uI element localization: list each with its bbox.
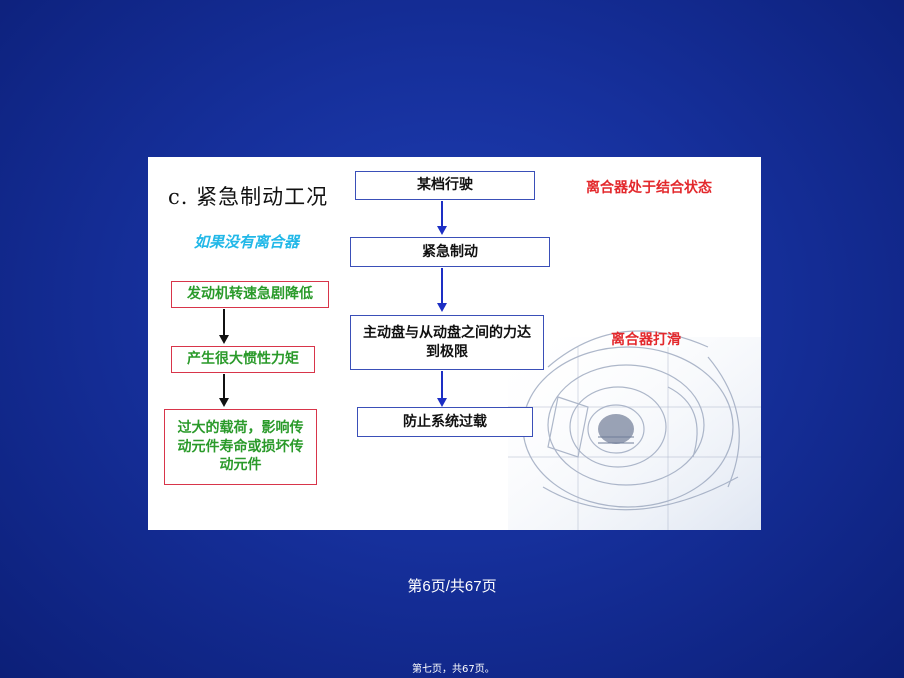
flow-box-force-limit: 主动盘与从动盘之间的力达到极限 [350,315,544,370]
without-clutch-note: 如果没有离合器 [194,233,300,251]
clutch-sketch-background [508,330,761,530]
flow-box-engine-speed-drop: 发动机转速急剧降低 [171,281,329,308]
flow-box-emergency-braking: 紧急制动 [350,237,550,267]
flow-box-gear-driving: 某档行驶 [355,171,535,200]
page-number: 第6页/共67页 [407,578,497,595]
flow-box-prevent-overload: 防止系统过载 [357,407,533,437]
slide-title: c. 紧急制动工况 [168,185,329,209]
footer-small-note: 第七页，共67页。 [412,664,495,675]
slide-image: c. 紧急制动工况 如果没有离合器 离合器处于结合状态 离合器打滑 某档行驶 紧… [148,157,761,530]
clutch-engaged-note: 离合器处于结合状态 [586,180,712,196]
clutch-slip-note: 离合器打滑 [611,332,681,348]
flow-box-excessive-load: 过大的载荷，影响传动元件寿命或损坏传动元件 [164,409,317,485]
flow-box-inertia-torque: 产生很大惯性力矩 [171,346,315,373]
